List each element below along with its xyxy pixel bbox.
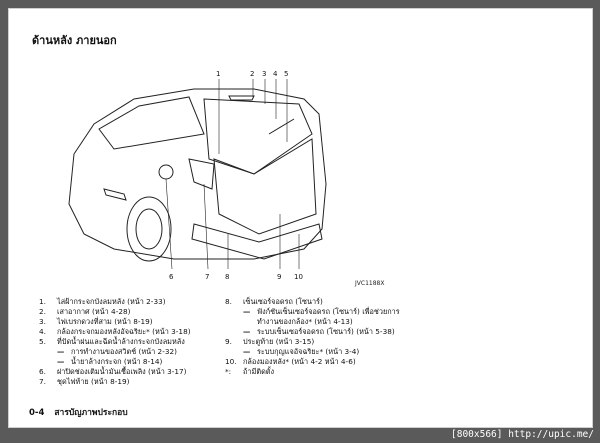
image-host-watermark: [800x566] http://upic.me/	[451, 429, 594, 440]
rear-wheel-inner	[135, 208, 163, 250]
legend-text: เสาอากาศ (หน้า 4-28)	[57, 307, 131, 316]
legend-subtext: ฟังก์ชันเซ็นเซอร์จอดรถ (โซนาร์) เพื่อช่ว…	[257, 307, 400, 326]
legend-subitem: — น้ำยาล้างกระจก (หน้า 8-14)	[39, 357, 219, 367]
legend-text: ที่ปัดน้ำฝนและฉีดน้ำล้างกระจกบังลมหลัง	[57, 337, 185, 346]
legend-num: 10.	[225, 357, 237, 366]
legend-right: 8. เซ็นเซอร์จอดรถ (โซนาร์) — ฟังก์ชันเซ็นเ…	[225, 297, 405, 377]
legend-num: 1.	[39, 297, 46, 306]
third-brake-light	[228, 95, 255, 101]
fuel-lid	[158, 164, 174, 180]
callout-1: 1	[216, 70, 220, 78]
legend-text: ถ้ามีติดตั้ง	[243, 367, 275, 376]
callout-8: 8	[225, 273, 229, 281]
rear-windshield	[203, 98, 313, 175]
page-footer: 0-4 สารบัญภาพประกอบ	[29, 405, 138, 419]
callout-3: 3	[262, 70, 266, 78]
legend-item: 7. ชุดไฟท้าย (หน้า 8-19)	[39, 377, 219, 387]
legend-item: 8. เซ็นเซอร์จอดรถ (โซนาร์)	[225, 297, 405, 307]
legend-subitem: — ระบบกุญแจอัจฉริยะ* (หน้า 3-4)	[225, 347, 405, 357]
legend-item: 2. เสาอากาศ (หน้า 4-28)	[39, 307, 219, 317]
legend-text: ฝาปิดช่องเติมน้ำมันเชื้อเพลิง (หน้า 3-17…	[57, 367, 187, 376]
legend-subtext: ระบบเซ็นเซอร์จอดรถ (โซนาร์) (หน้า 5-38)	[257, 327, 395, 336]
vehicle-rear-diagram: 1 2 3 4 5 6 7 8 9 10	[68, 70, 327, 281]
legend-text: ชุดไฟท้าย (หน้า 8-19)	[57, 377, 130, 386]
legend-text: เซ็นเซอร์จอดรถ (โซนาร์)	[243, 297, 323, 306]
legend-dash: —	[243, 347, 251, 356]
legend-item: 1. ไล่ฝ้ากระจกบังลมหลัง (หน้า 2-33)	[39, 297, 219, 307]
rear-wheel	[126, 196, 172, 262]
callout-6: 6	[169, 273, 174, 281]
legend-text: กล้องกระจกมองหลังอัจฉริยะ* (หน้า 3-18)	[57, 327, 191, 336]
figure-code: JVC1188X	[355, 280, 385, 287]
legend-dash: —	[243, 327, 251, 336]
legend-subtext: การทำงานของสวิตช์ (หน้า 2-32)	[71, 347, 177, 356]
legend-subitem: — การทำงานของสวิตช์ (หน้า 2-32)	[39, 347, 219, 357]
legend-subtext: ระบบกุญแจอัจฉริยะ* (หน้า 3-4)	[257, 347, 360, 356]
legend-subitem: — ฟังก์ชันเซ็นเซอร์จอดรถ (โซนาร์) เพื่อช่…	[225, 307, 405, 327]
section-title: ด้านหลัง ภายนอก	[32, 34, 117, 47]
vehicle-side-window	[98, 96, 205, 150]
legend-item: 10. กล้องมองหลัง* (หน้า 4-2 หน้า 4-6)	[225, 357, 405, 367]
vehicle-body	[68, 143, 327, 260]
legend-item: *: ถ้ามีติดตั้ง	[225, 367, 405, 377]
legend-item: 3. ไฟเบรกดวงที่สาม (หน้า 8-19)	[39, 317, 219, 327]
legend-num: 6.	[39, 367, 46, 376]
vehicle-roof	[73, 88, 323, 155]
side-step	[103, 188, 127, 201]
callout-7: 7	[205, 273, 209, 281]
legend-text: ประตูท้าย (หน้า 3-15)	[243, 337, 315, 346]
legend-num: 3.	[39, 317, 46, 326]
callout-5: 5	[284, 70, 288, 78]
legend-item: 4. กล้องกระจกมองหลังอัจฉริยะ* (หน้า 3-18)	[39, 327, 219, 337]
rear-bumper	[191, 223, 323, 260]
legend-item: 9. ประตูท้าย (หน้า 3-15)	[225, 337, 405, 347]
legend-dash: —	[57, 357, 65, 366]
legend-num: 8.	[225, 297, 232, 306]
page-number: 0-4	[29, 408, 45, 418]
wiper-arm	[268, 118, 295, 135]
footer-title: สารบัญภาพประกอบ	[54, 408, 128, 418]
legend-dash: —	[243, 307, 251, 316]
legend-text: กล้องมองหลัง* (หน้า 4-2 หน้า 4-6)	[243, 357, 356, 366]
legend-dash: —	[57, 347, 65, 356]
manual-page: ด้านหลัง ภายนอก	[8, 8, 593, 428]
legend-num: 7.	[39, 377, 46, 386]
tail-light-left	[188, 158, 215, 190]
legend-text: ไฟเบรกดวงที่สาม (หน้า 8-19)	[57, 317, 153, 326]
legend-item: 6. ฝาปิดช่องเติมน้ำมันเชื้อเพลิง (หน้า 3-…	[39, 367, 219, 377]
callout-10: 10	[294, 273, 303, 281]
tailgate	[213, 138, 317, 235]
legend-subtext: น้ำยาล้างกระจก (หน้า 8-14)	[71, 357, 163, 366]
legend-text: ไล่ฝ้ากระจกบังลมหลัง (หน้า 2-33)	[57, 297, 166, 306]
callout-2: 2	[250, 70, 254, 78]
legend-num: 2.	[39, 307, 46, 316]
legend-left: 1. ไล่ฝ้ากระจกบังลมหลัง (หน้า 2-33) 2. เสา…	[39, 297, 219, 387]
legend-item: 5. ที่ปัดน้ำฝนและฉีดน้ำล้างกระจกบังลมหลัง	[39, 337, 219, 347]
legend-num: 5.	[39, 337, 46, 346]
callout-4: 4	[273, 70, 278, 78]
callout-9: 9	[277, 273, 281, 281]
legend-num: *:	[225, 367, 232, 376]
legend-subitem: — ระบบเซ็นเซอร์จอดรถ (โซนาร์) (หน้า 5-38)	[225, 327, 405, 337]
legend-num: 9.	[225, 337, 232, 346]
legend-num: 4.	[39, 327, 46, 336]
